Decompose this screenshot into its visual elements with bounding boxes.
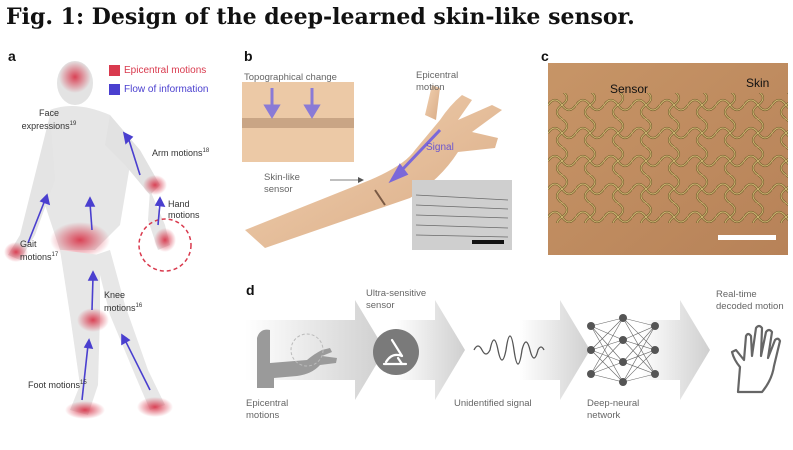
panel-a-letter: a xyxy=(8,48,16,64)
label-step-ultra-sensitive-sensor: Ultra-sensitive sensor xyxy=(366,288,427,311)
label-skin: Skin xyxy=(746,76,770,90)
label-step-epicentral-motions: Epicentral motions xyxy=(246,398,289,421)
legend-epicentral-label: Epicentral motions xyxy=(124,65,207,76)
arm-icon xyxy=(257,329,337,388)
wrist-sensor-illustration xyxy=(242,82,512,250)
label-face-expressions: Face expressions19 xyxy=(21,108,77,131)
legend-epicentral-swatch xyxy=(109,65,120,76)
sensor-on-skin-photo xyxy=(548,63,788,255)
label-skin-like-sensor: Skin-like sensor xyxy=(264,172,300,195)
label-arm-motions: Arm motions18 xyxy=(152,148,210,158)
legend-flow-swatch xyxy=(109,84,120,95)
label-step-deep-neural-network: Deep-neural network xyxy=(587,398,640,421)
panel-c-letter: c xyxy=(541,48,549,64)
label-knee-motions: Knee motions16 xyxy=(104,290,143,313)
label-foot-motions: Foot motions15 xyxy=(28,380,87,390)
label-gait-motions: Gait motions17 xyxy=(20,239,59,262)
label-hand-motions: Hand motions xyxy=(168,199,200,220)
label-step-unidentified-signal: Unidentified signal xyxy=(454,398,532,409)
panel-b-letter: b xyxy=(244,48,253,64)
body-silhouette-illustration xyxy=(4,61,192,419)
neural-network-icon xyxy=(587,314,659,386)
panel-d-letter: d xyxy=(246,282,255,298)
label-step-real-time-decoded-motion: Real-time decoded motion xyxy=(716,289,784,312)
waveform-icon xyxy=(473,335,545,365)
legend-flow-label: Flow of information xyxy=(124,84,209,95)
microscope-icon xyxy=(373,329,419,375)
hand-icon xyxy=(730,324,782,394)
label-sensor: Sensor xyxy=(610,82,649,96)
figure-title: Fig. 1: Design of the deep-learned skin-… xyxy=(6,4,635,30)
label-epicentral-motion: Epicentral motion xyxy=(416,70,459,93)
label-signal: Signal xyxy=(426,142,454,153)
label-topographical-change: Topographical change xyxy=(244,72,337,83)
